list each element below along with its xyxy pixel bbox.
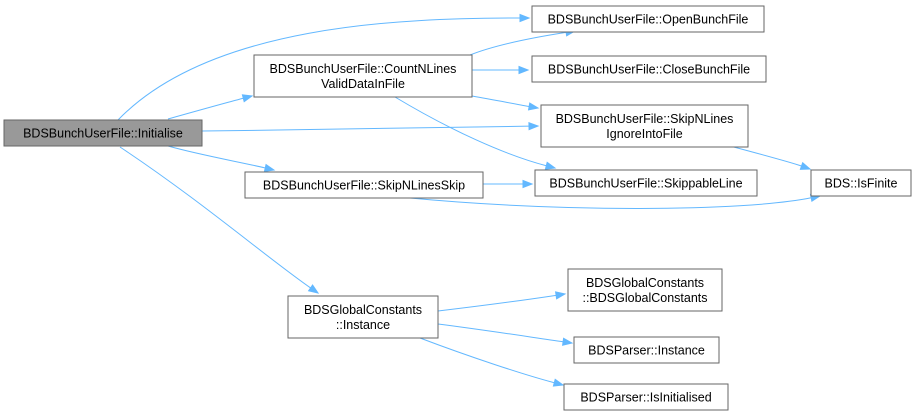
edge-line [167,145,266,169]
arrowhead-icon [307,284,320,294]
edge-count-nlines-to-skip-nlines-ignore [471,95,540,111]
node-label: BDSBunchUserFile::OpenBunchFile [548,13,749,27]
node-box [287,295,439,339]
arrowhead-icon [561,337,574,346]
node-box [567,268,723,312]
node-skippable-line[interactable]: BDSBunchUserFile::SkippableLine [534,169,758,197]
edge-line [471,95,530,107]
arrowhead-icon [552,378,565,387]
node-label: BDSBunchUserFile::SkipNLinesSkip [263,179,465,193]
node-initialise[interactable]: BDSBunchUserFile::Initialise [3,119,203,147]
arrowhead-icon [519,13,531,23]
node-box [534,169,758,197]
node-label: ::Instance [336,318,390,332]
node-parser-instance[interactable]: BDSParser::Instance [573,336,720,364]
arrowhead-icon [263,163,276,172]
node-box [244,171,484,199]
node-layer: BDSBunchUserFile::InitialiseBDSBunchUser… [3,5,912,411]
edge-line [119,146,311,289]
node-box [540,104,749,148]
arrowhead-icon [522,179,534,189]
node-label: BDS::IsFinite [825,177,898,191]
node-label: BDSBunchUserFile::CountNLines [270,62,457,76]
node-label: BDSBunchUserFile::Initialise [23,127,183,141]
edge-line [729,145,802,167]
node-box [810,169,912,197]
node-is-finite[interactable]: BDS::IsFinite [810,169,912,197]
node-label: BDSBunchUserFile::SkippableLine [549,177,742,191]
node-label: IgnoreIntoFile [606,127,682,141]
arrowhead-icon [544,161,557,170]
edge-line [167,97,244,120]
edge-initialise-to-skip-nlines-ignore [201,121,540,132]
node-box [563,383,729,411]
node-box [3,119,203,147]
arrowhead-icon [528,121,540,131]
node-count-nlines[interactable]: BDSBunchUserFile::CountNLinesValidDataIn… [253,54,473,98]
node-open-bunch-file[interactable]: BDSBunchUserFile::OpenBunchFile [531,5,765,33]
node-label: BDSGlobalConstants [586,276,704,290]
edge-line [469,31,567,56]
edge-initialise-to-open-bunch-file [117,13,531,121]
edge-global-constants-instance-to-parser-instance [437,323,574,346]
arrowhead-icon [241,94,254,103]
node-parser-is-initialised[interactable]: BDSParser::IsInitialised [563,383,729,411]
arrowhead-icon [518,65,530,75]
edge-count-nlines-to-close-bunch-file [472,65,530,75]
node-label: BDSBunchUserFile::CloseBunchFile [548,63,750,77]
node-label: BDSBunchUserFile::SkipNLines [556,112,734,126]
edge-global-constants-instance-to-global-constants-ctor [437,291,567,312]
edge-line [117,17,521,121]
node-box [573,336,720,364]
edge-count-nlines-to-skippable-line [394,96,557,170]
edge-initialise-to-count-nlines [167,94,254,120]
edge-line [409,197,812,209]
edge-initialise-to-global-constants-instance [119,146,320,294]
node-box [531,55,767,83]
edge-line [201,125,530,132]
node-label: ::BDSGlobalConstants [582,291,707,305]
node-label: BDSParser::IsInitialised [580,391,711,405]
node-label: BDSGlobalConstants [304,303,422,317]
edge-line [419,337,555,384]
node-skip-nlines-ignore[interactable]: BDSBunchUserFile::SkipNLinesIgnoreIntoFi… [540,104,749,148]
edge-skip-nlines-skip-to-skippable-line [483,179,534,189]
edge-skip-nlines-ignore-to-is-finite [729,145,812,170]
edge-line [394,96,547,167]
arrowhead-icon [799,161,812,170]
node-global-constants-instance[interactable]: BDSGlobalConstants::Instance [287,295,439,339]
edge-line [437,323,564,343]
node-label: BDSParser::Instance [588,344,705,358]
node-box [253,54,473,98]
arrowhead-icon [527,102,540,111]
edge-line [437,294,557,312]
arrowhead-icon [554,291,567,300]
edge-count-nlines-to-open-bunch-file [469,28,577,56]
node-close-bunch-file[interactable]: BDSBunchUserFile::CloseBunchFile [531,55,767,83]
node-global-constants-ctor[interactable]: BDSGlobalConstants::BDSGlobalConstants [567,268,723,312]
edge-layer [117,13,822,387]
node-box [531,5,765,33]
edge-initialise-to-skip-nlines-skip [167,145,276,172]
node-skip-nlines-skip[interactable]: BDSBunchUserFile::SkipNLinesSkip [244,171,484,199]
edge-global-constants-instance-to-parser-is-initialised [419,337,565,387]
node-label: ValidDataInFile [321,77,405,91]
